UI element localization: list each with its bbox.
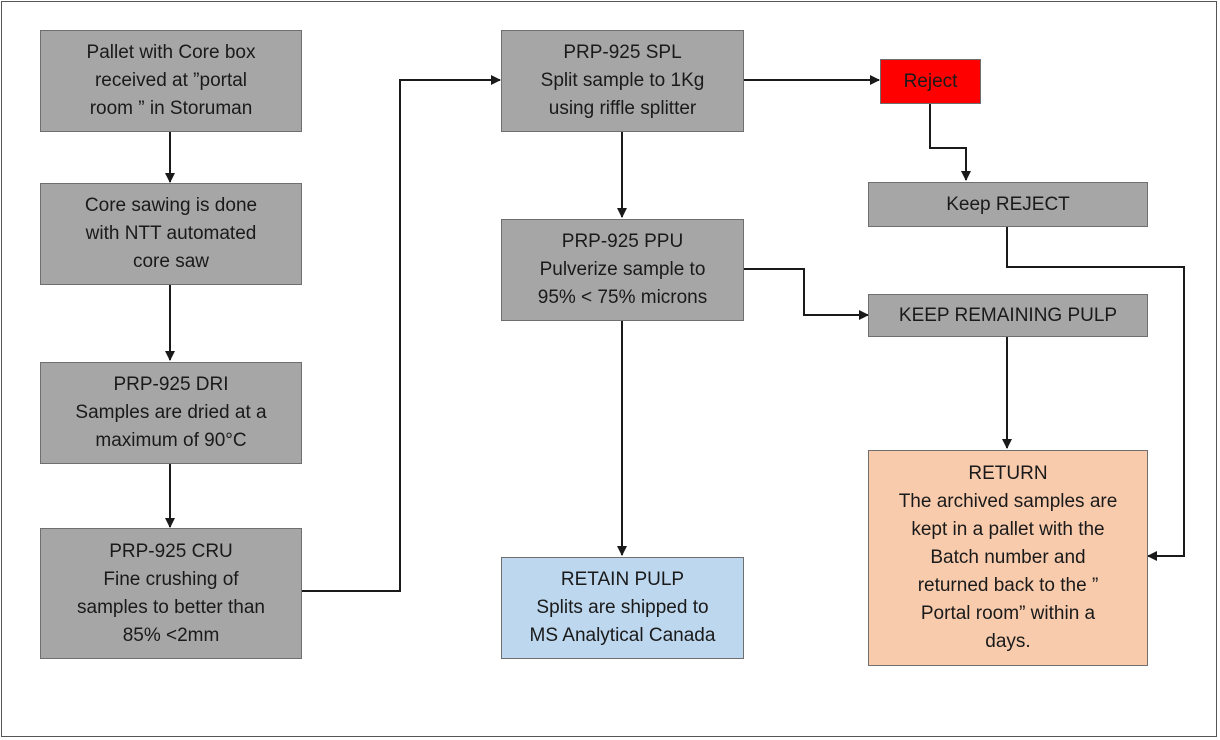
node-text-line: RETURN xyxy=(968,463,1048,484)
node-text-line: PRP-925 SPL xyxy=(563,42,682,63)
node-text-line: 85% <2mm xyxy=(122,624,220,646)
node-text-line: using riffle splitter xyxy=(548,98,697,119)
node-prp-925-dri: PRP-925 DRI Samples are dried at a maximum… xyxy=(40,362,302,464)
node-text-line: room ” in Storuman xyxy=(89,98,253,119)
node-text-line: Core sawing is done xyxy=(84,195,258,216)
node-prp-925-ppu: PRP-925 PPU Pulverize sample to 95% < 75% … xyxy=(501,219,744,321)
node-text-line: MS Analytical Canada xyxy=(529,625,716,646)
arrow-reject-to-keep-reject xyxy=(929,104,971,181)
node-text-line: Pallet with Core box xyxy=(86,42,256,63)
node-text-line: returned back to the ” xyxy=(917,575,1099,596)
node-prp-925-cru: PRP-925 CRU Fine crushing of samples to be… xyxy=(40,528,302,659)
node-text-line: Pulverize sample to xyxy=(539,259,706,280)
node-text-line: core saw xyxy=(132,251,210,272)
node-pallet-received: Pallet with Core box received at ”portal r… xyxy=(40,30,302,132)
node-keep-reject: Keep REJECT xyxy=(868,182,1148,227)
node-text-line: Keep REJECT xyxy=(946,193,1070,215)
node-text-line: Reject xyxy=(903,70,958,92)
node-core-sawing: Core sawing is done with NTT automated cor… xyxy=(40,183,302,285)
node-keep-remaining-pulp: KEEP REMAINING PULP xyxy=(868,294,1148,337)
node-prp-925-spl: PRP-925 SPL Split sample to 1Kg using riff… xyxy=(501,30,744,132)
node-text-line: RETAIN PULP xyxy=(560,569,685,590)
arrow-cru-to-spl xyxy=(302,75,501,592)
node-retain-pulp: RETAIN PULP Splits are shipped to MS Analy… xyxy=(501,557,744,659)
node-text-line: PRP-925 CRU xyxy=(109,540,233,562)
node-text-line: 95% < 75% microns xyxy=(537,287,708,308)
node-text-line: maximum of 90°C xyxy=(95,430,247,451)
node-text-line: Samples are dried at a xyxy=(75,402,267,423)
arrow-keep-reject-to-return xyxy=(1006,227,1185,561)
node-text-line: with NTT automated xyxy=(85,223,257,244)
arrow-ppu-to-keep-pulp xyxy=(744,268,869,320)
node-text-line: PRP-925 PPU xyxy=(561,231,684,252)
node-text-line: kept in a pallet with the xyxy=(911,519,1105,540)
node-text-line: Portal room” within a xyxy=(920,603,1096,624)
node-text-line: received at ”portal xyxy=(94,70,248,91)
node-return: RETURN The archived samples are kept in a … xyxy=(868,450,1148,666)
node-text-line: PRP-925 DRI xyxy=(113,374,229,395)
node-text-line: Fine crushing of xyxy=(103,568,239,590)
node-text-line: Split sample to 1Kg xyxy=(540,70,705,91)
node-text-line: samples to better than xyxy=(77,596,265,618)
node-reject: Reject xyxy=(880,59,981,104)
node-text-line: Batch number and xyxy=(930,547,1086,568)
node-text-line: days. xyxy=(985,631,1031,652)
node-text-line: Splits are shipped to xyxy=(536,597,709,618)
node-text-line: The archived samples are xyxy=(898,491,1118,512)
node-text-line: KEEP REMAINING PULP xyxy=(898,304,1118,326)
